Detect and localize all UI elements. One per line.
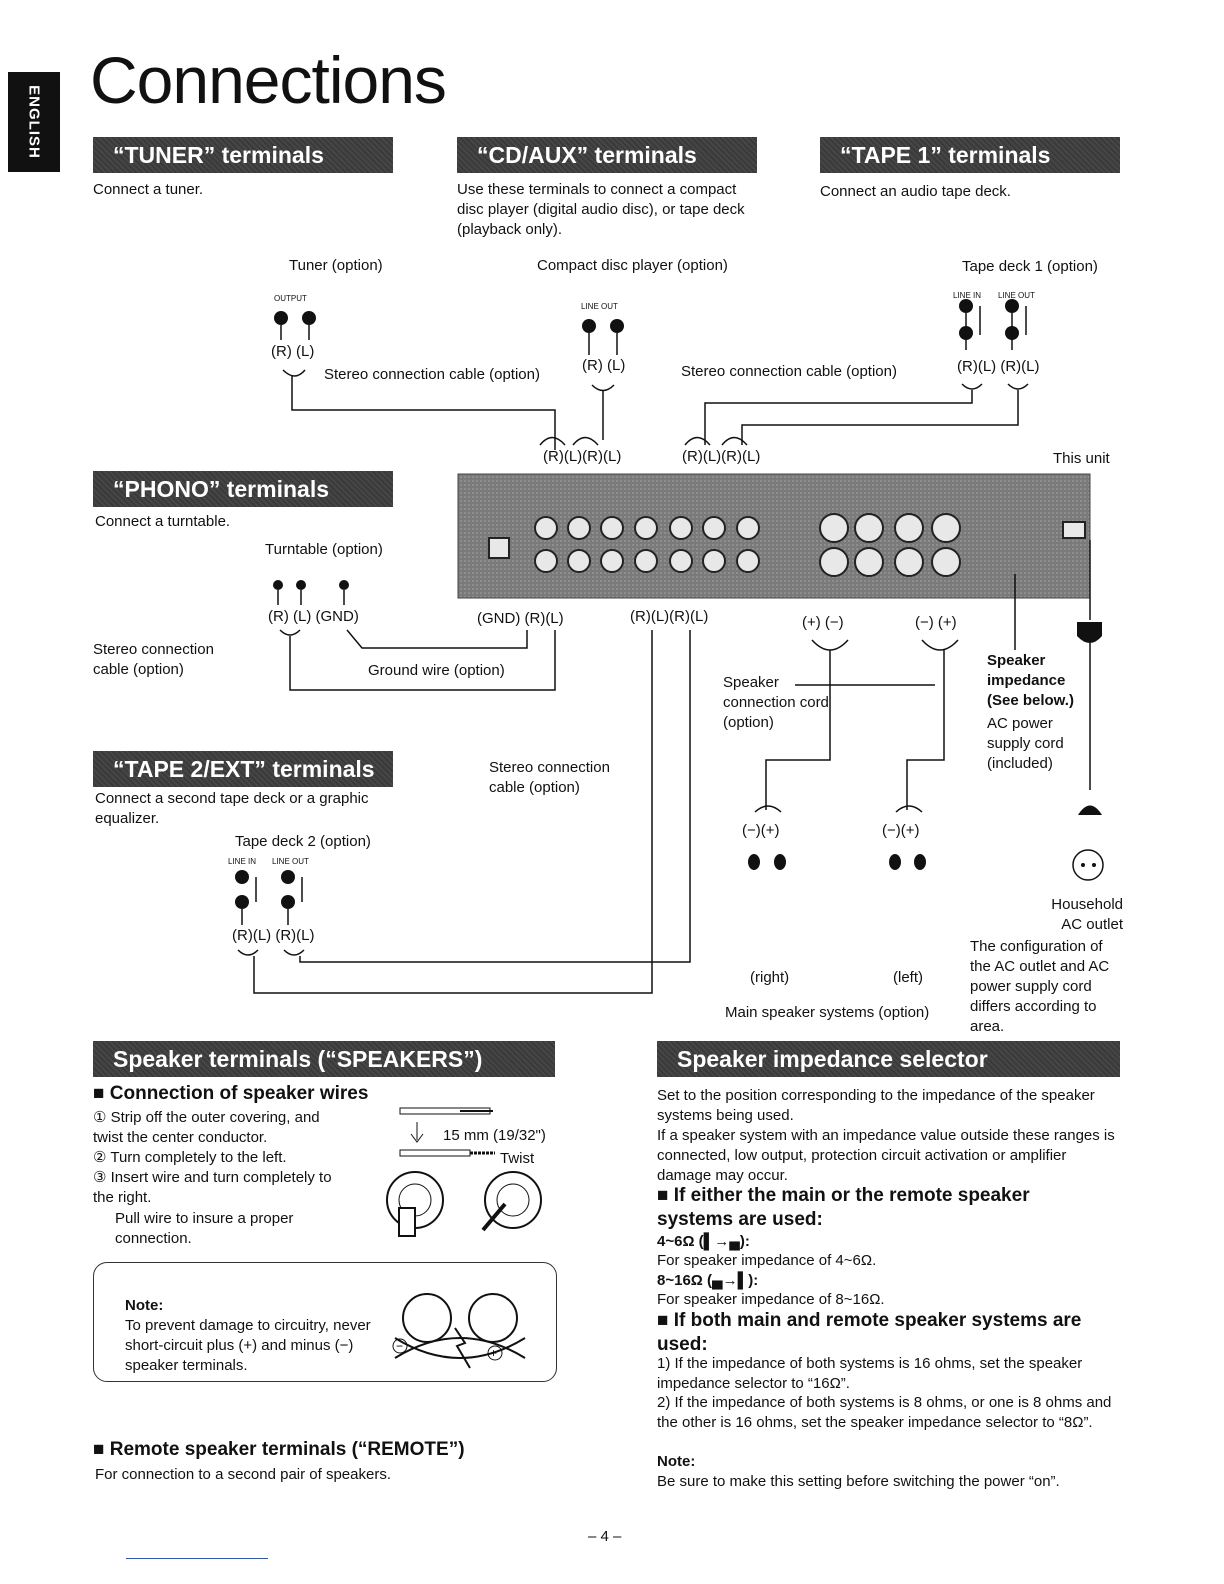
tape1-rl: (R)(L) (R)(L): [957, 358, 1040, 375]
right-label: (right): [750, 969, 790, 986]
unit-top-left-rl: (R)(L)(R)(L): [543, 448, 622, 465]
tape2-header: “TAPE 2/EXT” terminals: [93, 751, 393, 787]
twist-label: Twist: [500, 1150, 535, 1167]
phono-rl: (R) (L) (GND): [268, 608, 359, 625]
language-tab: ENGLISH: [8, 72, 60, 172]
wire-strip-illustration: [386, 1107, 542, 1237]
tuner-header: “TUNER” terminals: [93, 137, 393, 173]
tuner-rl: (R) (L): [271, 343, 315, 360]
opt2-label: 8~16Ω (▄→▌):: [657, 1272, 759, 1289]
tuner-device-label: Tuner (option): [289, 257, 383, 274]
opt1-label: 4~6Ω (▌→▄):: [657, 1233, 750, 1250]
tape1-device-label: Tape deck 1 (option): [962, 258, 1098, 275]
step-3: ③ Insert wire and turn completely to the…: [93, 1169, 332, 1206]
impedance-note-label: Note:: [657, 1453, 696, 1470]
short-circuit-illustration: − +: [392, 1293, 526, 1369]
tape1-cable-label: Stereo connection cable (option): [681, 363, 897, 380]
phono-desc: Connect a turntable.: [95, 513, 231, 530]
device-jacks: [235, 299, 1019, 909]
cdaux-header: “CD/AUX” terminals: [457, 137, 757, 173]
impedance-sub1: ■ If either the main or the remote speak…: [657, 1185, 1030, 1230]
tape2-linein-label: LINE IN: [228, 857, 257, 866]
tape2-device-label: Tape deck 2 (option): [235, 833, 371, 850]
gnd-terminal: [488, 537, 510, 559]
page-title: Connections: [90, 43, 447, 117]
outlet-note: The configuration of the AC outlet and A…: [970, 938, 1110, 1035]
panel-jacks-bottom: [534, 549, 760, 573]
speaker-terminals-header: Speaker terminals (“SPEAKERS”): [93, 1041, 555, 1077]
step-2: ② Turn completely to the left.: [93, 1149, 287, 1166]
speaker-wires-sub: ■ Connection of speaker wires: [93, 1083, 369, 1104]
speaker-pm-1: (+) (−): [802, 614, 844, 631]
speaker-cord-label: Speaker connection cord (option): [723, 674, 829, 731]
impedance-note-text: Be sure to make this setting before swit…: [657, 1473, 1060, 1490]
phono-header: “PHONO” terminals: [93, 471, 393, 507]
phono-cable-label: Stereo connection cable (option): [93, 641, 214, 678]
cd-rl: (R) (L): [582, 357, 626, 374]
note-text: To prevent damage to circuitry, never sh…: [125, 1317, 371, 1374]
tape1-desc: Connect an audio tape deck.: [820, 183, 1011, 200]
this-unit-label: This unit: [1053, 450, 1110, 467]
svg-text:−: −: [396, 1339, 403, 1353]
note-label: Note:: [125, 1297, 164, 1314]
svg-text:+: +: [490, 1346, 497, 1360]
remote-sub: ■ Remote speaker terminals (“REMOTE”): [93, 1439, 465, 1460]
remote-desc: For connection to a second pair of speak…: [95, 1466, 392, 1483]
left-label: (left): [893, 969, 923, 986]
impedance-item-1: 1) If the impedance of both systems is 1…: [657, 1355, 1083, 1392]
cd-device-label: Compact disc player (option): [537, 257, 728, 274]
ac-cord-label: AC power supply cord (included): [987, 715, 1064, 772]
unit-bottom-gnd-rl: (GND) (R)(L): [477, 610, 564, 627]
tape2-lineout-label: LINE OUT: [272, 857, 309, 866]
speaker-plugs: [748, 854, 926, 870]
panel-jacks-top: [534, 516, 760, 540]
tuner-output-label: OUTPUT: [274, 294, 307, 303]
tuner-desc: Connect a tuner.: [93, 181, 204, 198]
page-number: – 4 –: [588, 1528, 622, 1545]
speaker-impedance-label: Speaker impedance (See below.): [987, 652, 1074, 709]
impedance-header: Speaker impedance selector: [657, 1041, 1120, 1077]
tape2-desc: Connect a second tape deck or a graphic …: [95, 790, 369, 827]
unit-top-right-rl: (R)(L)(R)(L): [682, 448, 761, 465]
unit-bottom-tape-rl: (R)(L)(R)(L): [630, 608, 709, 625]
speaker-pm-2: (−) (+): [915, 614, 957, 631]
right-speaker-pm: (−)(+): [742, 822, 780, 839]
tuner-cable-label: Stereo connection cable (option): [324, 366, 540, 383]
tape2-cable-label: Stereo connection cable (option): [489, 759, 610, 796]
tape1-lineout-label: LINE OUT: [998, 291, 1035, 300]
opt1-desc: For speaker impedance of 4~6Ω.: [657, 1252, 877, 1269]
impedance-warning: If a speaker system with an impedance va…: [657, 1127, 1115, 1184]
turntable-device-label: Turntable (option): [265, 541, 383, 558]
cdaux-desc: Use these terminals to connect a compact…: [457, 181, 745, 238]
footer-rule: [126, 1558, 268, 1559]
unit-rear-panel: [457, 473, 1091, 599]
speaker-terminals-panel: [819, 513, 961, 577]
ac-plug-top: [1077, 622, 1102, 643]
cd-lineout-label: LINE OUT: [581, 302, 618, 311]
tape1-header: “TAPE 1” terminals: [820, 137, 1120, 173]
impedance-item-2: 2) If the impedance of both systems is 8…: [657, 1394, 1112, 1431]
opt2-desc: For speaker impedance of 8~16Ω.: [657, 1291, 885, 1308]
strip-length: 15 mm (19/32"): [443, 1127, 546, 1144]
tape1-linein-label: LINE IN: [953, 291, 982, 300]
tape2-rl: (R)(L) (R)(L): [232, 927, 315, 944]
left-speaker-pm: (−)(+): [882, 822, 920, 839]
main-speakers-label: Main speaker systems (option): [725, 1004, 930, 1021]
step-1: ① Strip off the outer covering, and twis…: [93, 1109, 320, 1146]
ac-plug-bottom: [1078, 805, 1102, 815]
impedance-sub2: ■ If both main and remote speaker system…: [657, 1310, 1082, 1355]
ac-inlet: [1062, 521, 1086, 539]
pull-wire-text: Pull wire to insure a proper connection.: [115, 1210, 294, 1247]
ground-wire-label: Ground wire (option): [368, 662, 505, 679]
outlet-icon: [1072, 849, 1104, 881]
cables: [237, 306, 1091, 994]
note-box: [93, 1262, 557, 1382]
impedance-intro: Set to the position corresponding to the…: [657, 1087, 1095, 1124]
outlet-label: Household AC outlet: [1051, 896, 1123, 933]
